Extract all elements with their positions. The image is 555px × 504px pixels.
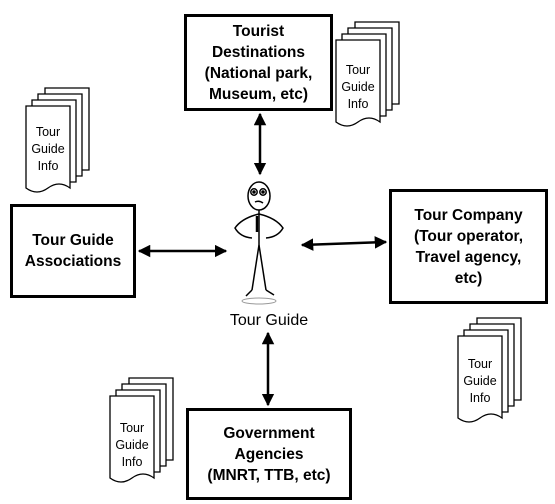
tour-guide-info-docs-top: Tour Guide Info [335, 21, 400, 127]
tour-guide-associations-box: Tour Guide Associations [10, 204, 136, 298]
doc-label-line: Info [122, 455, 143, 469]
doc-label-line: Tour [36, 125, 60, 139]
arrow-company-guide [300, 236, 388, 251]
doc-label-line: Info [348, 97, 369, 111]
tour-company-box: Tour Company (Tour operator, Travel agen… [389, 189, 548, 304]
tour-guide-info-docs-right: Tour Guide Info [457, 317, 522, 423]
doc-label-line: Tour [120, 421, 144, 435]
doc-label-line: Guide [31, 142, 64, 156]
doc-label-line: Guide [115, 438, 148, 452]
tour-company-label: Tour Company (Tour operator, Travel agen… [413, 206, 524, 287]
doc-label-line: Tour [468, 357, 492, 371]
tourist-destinations-label: Tourist Destinations (National park, Mus… [204, 22, 313, 103]
government-agencies-label: Government Agencies (MNRT, TTB, etc) [207, 424, 331, 484]
tour-guide-label: Tour Guide [229, 312, 309, 329]
tourist-destinations-box: Tourist Destinations (National park, Mus… [184, 14, 333, 111]
tour-guide-figure-icon [234, 181, 284, 305]
tour-guide-associations-label: Tour Guide Associations [24, 232, 122, 270]
doc-label-line: Tour [346, 63, 370, 77]
doc-label-line: Info [38, 159, 59, 173]
tour-guide-info-docs-left: Tour Guide Info [25, 87, 90, 193]
government-agencies-box: Government Agencies (MNRT, TTB, etc) [186, 408, 352, 500]
tour-guide-info-docs-bottom: Tour Guide Info [109, 377, 174, 483]
doc-label-line: Info [470, 391, 491, 405]
doc-label-line: Guide [341, 80, 374, 94]
doc-label-line: Guide [463, 374, 496, 388]
